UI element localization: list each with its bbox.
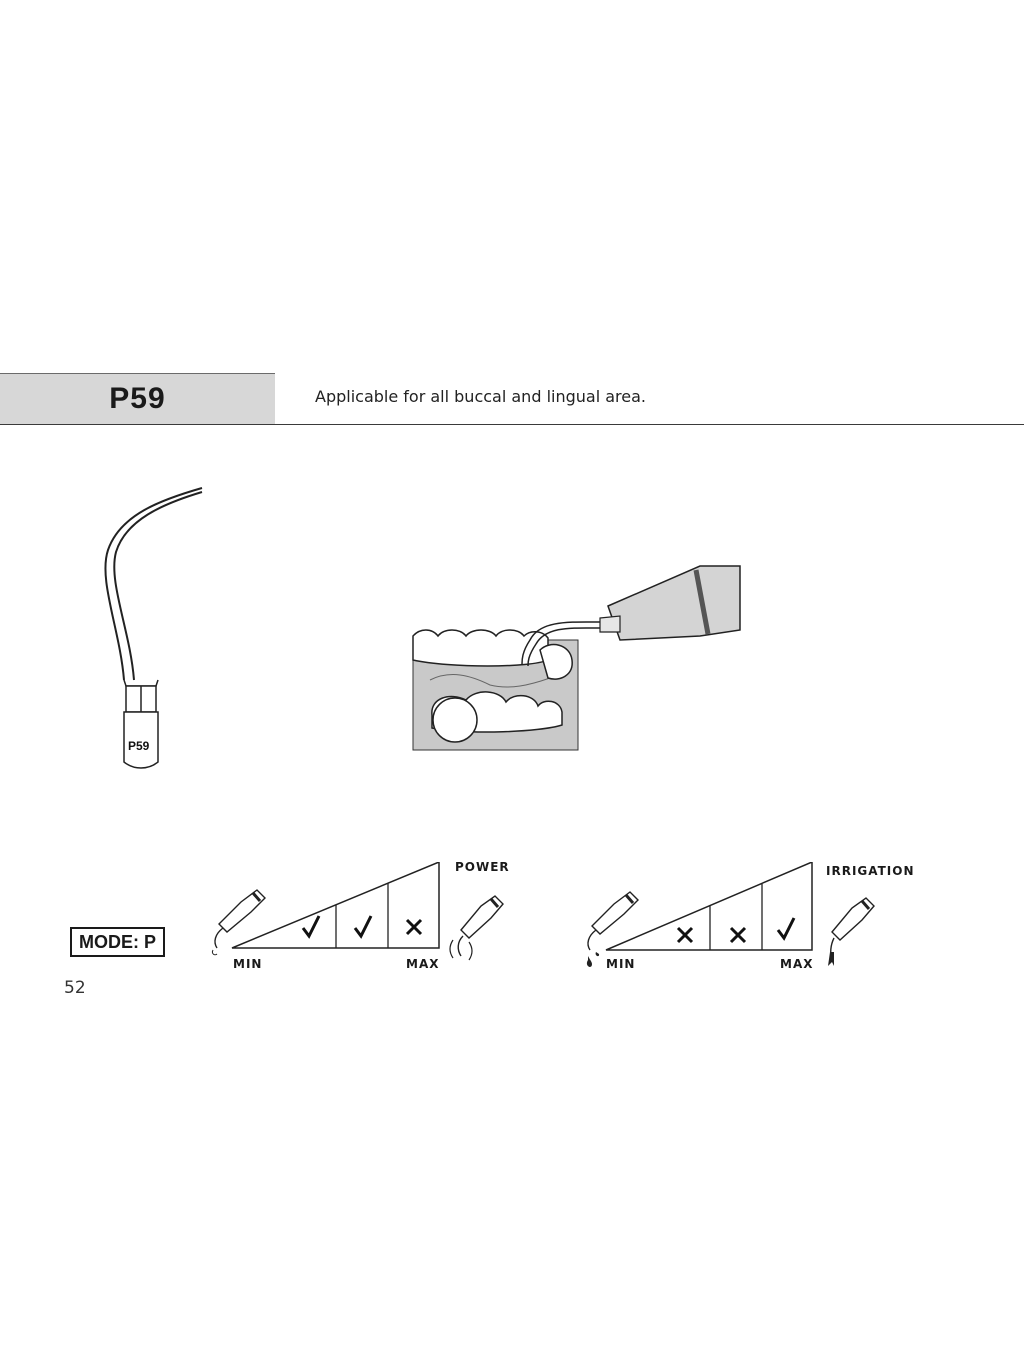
dental-application-illustration	[412, 565, 741, 751]
irrigation-cell-2-cross-icon	[729, 926, 747, 944]
min-power-handpiece-icon	[212, 889, 266, 956]
max-irrigation-handpiece-icon	[828, 897, 875, 966]
header-rule	[0, 424, 1024, 425]
tip-header: P59 Applicable for all buccal and lingua…	[0, 373, 1024, 425]
power-cell-1-check-icon	[301, 915, 321, 939]
irrigation-cell-3-check-icon	[776, 917, 796, 941]
min-irrigation-handpiece-icon	[586, 891, 639, 967]
mode-label: MODE: P	[70, 927, 165, 957]
tip-code: P59	[109, 381, 166, 415]
irrigation-max-label: MAX	[780, 957, 814, 971]
scaler-tip-illustration: P59	[104, 487, 203, 769]
tip-body-label: P59	[128, 739, 150, 753]
power-scale-title: POWER	[455, 860, 510, 874]
irrigation-scale-title: IRRIGATION	[826, 864, 915, 878]
power-min-label: MIN	[233, 957, 263, 971]
irrigation-min-label: MIN	[606, 957, 636, 971]
power-max-label: MAX	[406, 957, 440, 971]
irrigation-cell-1-cross-icon	[676, 926, 694, 944]
tip-code-box	[0, 373, 275, 425]
tip-description: Applicable for all buccal and lingual ar…	[315, 387, 646, 406]
power-cell-2-check-icon	[353, 915, 373, 939]
page-number: 52	[64, 978, 86, 998]
max-power-handpiece-icon	[449, 895, 504, 961]
power-scale-graphic	[212, 862, 504, 961]
power-cell-3-cross-icon	[405, 918, 423, 936]
irrigation-scale-graphic	[586, 862, 875, 967]
